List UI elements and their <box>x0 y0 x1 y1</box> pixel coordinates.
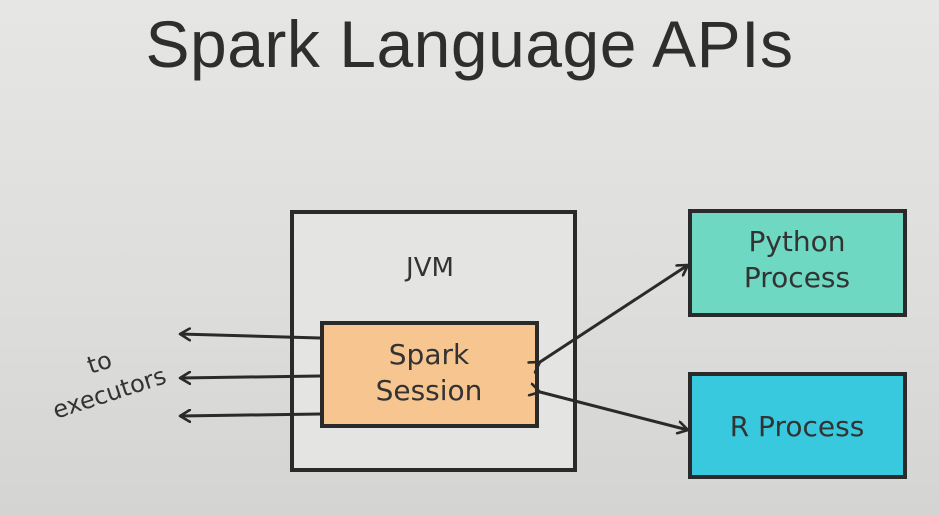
spark-session-label-line1: Spark <box>389 338 470 371</box>
r-process-box <box>688 372 907 479</box>
spark-session-box <box>320 321 539 428</box>
slide-title: Spark Language APIs <box>145 7 794 81</box>
r-process-label: R Process <box>730 410 865 443</box>
arrow-to-executor-3 <box>180 414 321 416</box>
python-process-box <box>688 209 907 317</box>
spark-session-label-line2: Session <box>376 374 483 407</box>
arrow-spark-r <box>540 392 688 430</box>
arrow-to-executor-2 <box>180 376 321 378</box>
python-process-label-line1: Python <box>748 225 845 258</box>
executors-label-line1: to <box>84 346 116 380</box>
arrow-to-executor-1 <box>180 334 321 338</box>
python-process-label-line2: Process <box>744 261 850 294</box>
jvm-label: JVM <box>404 253 454 283</box>
arrow-spark-python <box>540 265 688 362</box>
